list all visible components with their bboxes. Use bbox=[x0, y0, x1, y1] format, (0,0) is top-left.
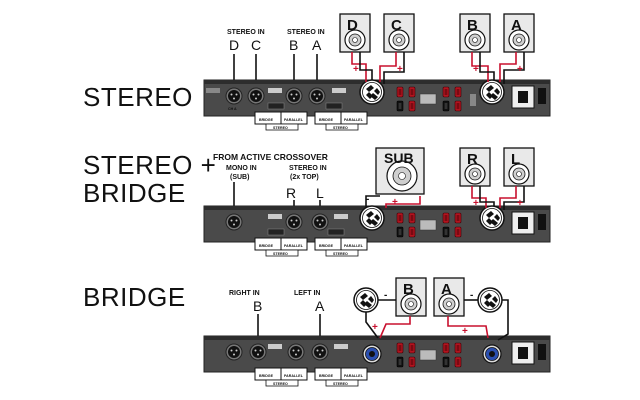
switch-bracket-right: BRIDGE PARALLEL STEREO bbox=[314, 367, 368, 387]
svg-text:PARALLEL: PARALLEL bbox=[344, 118, 364, 122]
svg-text:-: - bbox=[366, 194, 369, 205]
svg-text:+: + bbox=[473, 64, 479, 75]
svg-text:STEREO: STEREO bbox=[273, 382, 288, 386]
speakon-connector-icon bbox=[477, 287, 503, 313]
section-title-stereo-bridge-line1: STEREO + bbox=[83, 150, 217, 180]
svg-text:+: + bbox=[517, 198, 523, 209]
svg-text:D: D bbox=[347, 17, 358, 34]
section-stereo-bridge: FROM ACTIVE CROSSOVER MONO IN (SUB) STER… bbox=[203, 147, 551, 257]
input-letter-c: C bbox=[251, 37, 261, 53]
xlr-jack-icon bbox=[285, 87, 303, 105]
svg-text:+: + bbox=[392, 197, 398, 208]
svg-text:+: + bbox=[372, 322, 378, 333]
input-letter-d: D bbox=[229, 37, 239, 53]
speakon-connector-icon bbox=[362, 344, 382, 364]
section-title-stereo-bridge-line2: BRIDGE bbox=[83, 178, 186, 208]
xlr-jack-icon bbox=[311, 343, 329, 361]
speaker-cabinet-l: L bbox=[503, 147, 535, 187]
speakon-connector-icon bbox=[359, 205, 385, 231]
svg-text:STEREO: STEREO bbox=[273, 252, 288, 256]
speaker-cabinet-a: A bbox=[503, 13, 535, 53]
input-letter-b: B bbox=[253, 298, 262, 314]
section-stereo: STEREO IN STEREO IN D C B A CH A bbox=[203, 13, 551, 131]
speaker-cabinet-a: A bbox=[433, 277, 465, 317]
xlr-jack-icon bbox=[247, 87, 265, 105]
input-letter-r: R bbox=[286, 185, 296, 201]
speaker-cabinet-c: C bbox=[383, 13, 415, 53]
speaker-cabinet-d: D bbox=[339, 13, 371, 53]
svg-text:+: + bbox=[397, 64, 403, 75]
svg-text:BRIDGE: BRIDGE bbox=[319, 374, 334, 378]
svg-text:-: - bbox=[384, 290, 387, 301]
section-title-stereo: STEREO bbox=[83, 82, 193, 112]
section-bridge: RIGHT IN LEFT IN B A BRIDGE PARALLEL STE… bbox=[203, 277, 551, 387]
mono-in-sub-label: (SUB) bbox=[230, 174, 249, 181]
speaker-cabinet-r: R bbox=[459, 147, 491, 187]
svg-text:C: C bbox=[391, 17, 402, 34]
stereo-in-top-label: (2x TOP) bbox=[290, 174, 319, 181]
switch-bracket-left: BRIDGE PARALLEL STEREO bbox=[254, 111, 308, 131]
svg-text:PARALLEL: PARALLEL bbox=[344, 244, 364, 248]
svg-text:B: B bbox=[403, 281, 414, 298]
xlr-jack-icon bbox=[225, 213, 243, 231]
svg-text:CH A: CH A bbox=[228, 107, 237, 111]
speakon-connector-icon bbox=[482, 344, 502, 364]
svg-text:-: - bbox=[470, 290, 473, 301]
subwoofer-cabinet-sub: SUB bbox=[375, 147, 425, 195]
switch-bracket-left: BRIDGE PARALLEL STEREO bbox=[254, 367, 308, 387]
speaker-cabinet-b: B bbox=[395, 277, 427, 317]
svg-text:R: R bbox=[467, 151, 478, 168]
svg-text:BRIDGE: BRIDGE bbox=[319, 118, 334, 122]
xlr-jack-icon bbox=[225, 87, 243, 105]
svg-text:BRIDGE: BRIDGE bbox=[259, 374, 274, 378]
svg-text:SUB: SUB bbox=[384, 150, 414, 166]
input-letter-a: A bbox=[315, 298, 325, 314]
xlr-jack-icon bbox=[287, 343, 305, 361]
xlr-jack-icon bbox=[249, 343, 267, 361]
xlr-jack-icon bbox=[311, 213, 329, 231]
xlr-jack-icon bbox=[285, 213, 303, 231]
svg-text:STEREO: STEREO bbox=[333, 382, 348, 386]
input-letter-a: A bbox=[312, 37, 322, 53]
mono-in-label: MONO IN bbox=[226, 165, 257, 172]
switch-bracket-left: BRIDGE PARALLEL STEREO bbox=[254, 237, 308, 257]
svg-text:STEREO: STEREO bbox=[333, 252, 348, 256]
speakon-connector-icon bbox=[479, 79, 505, 105]
svg-text:PARALLEL: PARALLEL bbox=[284, 374, 304, 378]
svg-text:PARALLEL: PARALLEL bbox=[284, 118, 304, 122]
svg-text:+: + bbox=[462, 326, 468, 337]
xlr-jack-icon bbox=[225, 343, 243, 361]
section-title-bridge: BRIDGE bbox=[83, 282, 186, 312]
svg-text:STEREO: STEREO bbox=[273, 126, 288, 130]
svg-text:+: + bbox=[473, 198, 479, 209]
left-in-label: LEFT IN bbox=[294, 290, 320, 297]
speakon-connector-icon bbox=[479, 205, 505, 231]
svg-text:PARALLEL: PARALLEL bbox=[344, 374, 364, 378]
speakon-connector-icon bbox=[359, 79, 385, 105]
svg-text:A: A bbox=[511, 17, 522, 34]
xlr-jack-icon bbox=[308, 87, 326, 105]
input-letter-l: L bbox=[316, 185, 324, 201]
stereo-in-label: STEREO IN bbox=[289, 165, 327, 172]
svg-text:+: + bbox=[353, 64, 359, 75]
svg-text:BRIDGE: BRIDGE bbox=[259, 244, 274, 248]
right-in-label: RIGHT IN bbox=[229, 290, 260, 297]
svg-text:B: B bbox=[467, 17, 478, 34]
svg-text:BRIDGE: BRIDGE bbox=[319, 244, 334, 248]
stereo-in-label-left: STEREO IN bbox=[227, 29, 265, 36]
header-from-active-crossover: FROM ACTIVE CROSSOVER bbox=[213, 152, 328, 162]
svg-text:STEREO: STEREO bbox=[333, 126, 348, 130]
svg-text:PARALLEL: PARALLEL bbox=[284, 244, 304, 248]
svg-text:BRIDGE: BRIDGE bbox=[259, 118, 274, 122]
svg-text:+: + bbox=[517, 64, 523, 75]
speakon-connector-icon bbox=[353, 287, 379, 313]
svg-text:L: L bbox=[511, 151, 520, 168]
input-letter-b: B bbox=[289, 37, 298, 53]
stereo-in-label-right: STEREO IN bbox=[287, 29, 325, 36]
switch-bracket-right: BRIDGE PARALLEL STEREO bbox=[314, 111, 368, 131]
svg-text:A: A bbox=[441, 281, 452, 298]
speaker-cabinet-b: B bbox=[459, 13, 491, 53]
switch-bracket-right: BRIDGE PARALLEL STEREO bbox=[314, 237, 368, 257]
